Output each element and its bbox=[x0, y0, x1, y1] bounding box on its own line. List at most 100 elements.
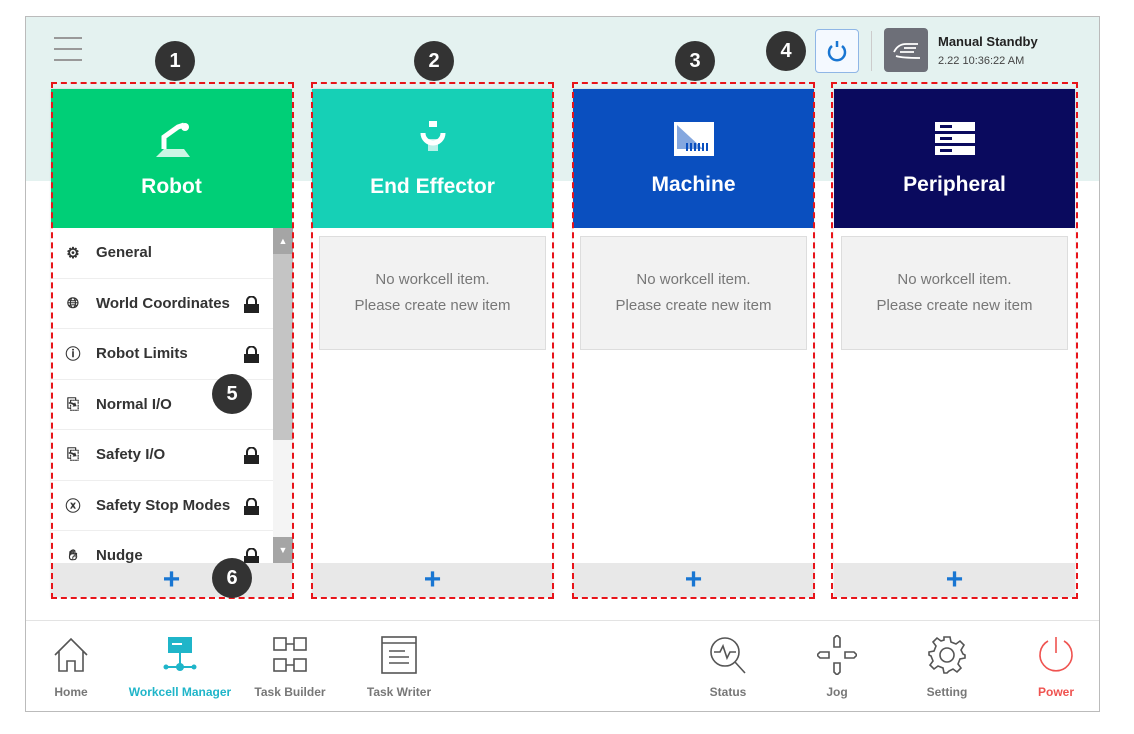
scrollbar-thumb[interactable] bbox=[273, 254, 293, 440]
workcell-icon bbox=[163, 637, 197, 671]
card-peripheral: Peripheral No workcell item. Please creat… bbox=[834, 89, 1075, 597]
nav-label: Jog bbox=[826, 685, 848, 699]
lock-icon bbox=[244, 346, 259, 363]
highlight-box-4 bbox=[831, 82, 1078, 599]
jog-icon bbox=[817, 635, 857, 675]
task-builder-icon bbox=[273, 637, 307, 672]
item-label: General bbox=[96, 244, 152, 262]
robot-arm-icon: ⚙ bbox=[66, 244, 80, 262]
io-icon: ⎘ bbox=[66, 395, 79, 413]
home-icon bbox=[54, 637, 88, 672]
limit-icon: ⓘ bbox=[65, 346, 81, 364]
item-label: Normal I/O bbox=[96, 395, 172, 413]
nav-workcell-manager[interactable]: Workcell Manager bbox=[125, 635, 235, 699]
list-item-general[interactable]: ⚙ General bbox=[51, 228, 273, 279]
highlight-box-3 bbox=[572, 82, 815, 599]
lock-icon bbox=[244, 548, 259, 563]
lock-icon bbox=[244, 497, 259, 515]
stop-icon: ⓧ bbox=[65, 497, 81, 515]
empty-line-1: No workcell item. bbox=[636, 271, 751, 288]
scroll-down-button[interactable]: ▼ bbox=[273, 537, 293, 563]
app-window: Manual Standby 2.22 10:36:22 AM Robot ⚙ G… bbox=[25, 16, 1100, 712]
scroll-up-button[interactable]: ▲ bbox=[273, 228, 293, 254]
manual-mode-button[interactable] bbox=[884, 28, 928, 72]
refresh-button[interactable] bbox=[815, 29, 859, 73]
card-title: Robot bbox=[141, 174, 202, 198]
nudge-hand-icon: ✋︎ bbox=[68, 547, 78, 563]
power-icon bbox=[1039, 637, 1073, 672]
list-item-world-coordinates[interactable]: 🌐︎ World Coordinates bbox=[51, 279, 273, 329]
empty-state: No workcell item. Please create new item bbox=[580, 236, 807, 350]
nav-label: Status bbox=[709, 685, 747, 699]
nav-task-builder[interactable]: Task Builder bbox=[235, 635, 345, 699]
empty-line-2: Please create new item bbox=[876, 297, 1033, 314]
card-header-machine[interactable]: Machine bbox=[573, 89, 814, 228]
add-end-effector-button[interactable]: + bbox=[312, 563, 553, 597]
add-peripheral-button[interactable]: + bbox=[834, 563, 1075, 597]
gripper-icon bbox=[420, 120, 445, 151]
empty-state: No workcell item. Please create new item bbox=[841, 236, 1068, 350]
callout-4: 4 bbox=[766, 31, 806, 71]
globe-icon: 🌐︎ bbox=[66, 294, 79, 312]
item-label: Safety I/O bbox=[96, 446, 166, 464]
hamburger-menu-icon[interactable] bbox=[54, 37, 82, 63]
status-time: 2.22 10:36:22 AM bbox=[938, 55, 1025, 67]
nav-status[interactable]: Status bbox=[673, 635, 783, 699]
item-label: World Coordinates bbox=[96, 294, 230, 312]
refresh-icon bbox=[827, 41, 847, 62]
card-title: Machine bbox=[651, 172, 736, 196]
item-label: Safety Stop Modes bbox=[96, 496, 231, 514]
divider bbox=[871, 31, 872, 71]
highlight-box-1 bbox=[51, 82, 294, 599]
card-header-end-effector[interactable]: End Effector bbox=[312, 89, 553, 228]
bottom-navigation: Home Workcell Manager Task Builder Task … bbox=[26, 620, 1099, 711]
card-title: Peripheral bbox=[903, 172, 1006, 196]
card-header-robot[interactable]: Robot bbox=[51, 89, 292, 228]
nav-label: Task Writer bbox=[366, 685, 432, 699]
nav-label: Power bbox=[1037, 685, 1074, 699]
gear-icon bbox=[928, 636, 966, 674]
empty-state: No workcell item. Please create new item bbox=[319, 236, 546, 350]
card-machine: Machine No workcell item. Please create n… bbox=[573, 89, 814, 597]
nav-task-writer[interactable]: Task Writer bbox=[344, 635, 454, 699]
task-writer-icon bbox=[381, 636, 417, 674]
nav-label: Home bbox=[54, 685, 88, 699]
empty-line-2: Please create new item bbox=[354, 297, 511, 314]
nav-jog[interactable]: Jog bbox=[782, 635, 892, 699]
empty-line-1: No workcell item. bbox=[375, 271, 490, 288]
nav-power[interactable]: Power bbox=[1001, 635, 1099, 699]
nav-setting[interactable]: Setting bbox=[892, 635, 1002, 699]
nav-home[interactable]: Home bbox=[26, 635, 126, 699]
item-label: Nudge bbox=[96, 547, 143, 563]
io-icon: ⎘ bbox=[66, 446, 79, 464]
card-end-effector: End Effector No workcell item. Please cre… bbox=[312, 89, 553, 597]
list-item-safety-io[interactable]: ⎘ Safety I/O bbox=[51, 430, 273, 481]
lock-icon bbox=[244, 447, 259, 464]
nav-label: Workcell Manager bbox=[128, 685, 232, 699]
callout-5: 5 bbox=[212, 374, 252, 414]
status-title: Manual Standby bbox=[938, 34, 1038, 49]
hand-icon bbox=[893, 43, 921, 59]
card-header-peripheral[interactable]: Peripheral bbox=[834, 89, 1075, 228]
card-title: End Effector bbox=[370, 174, 495, 198]
scrollbar[interactable]: ▲ ▼ bbox=[273, 228, 293, 563]
list-item-nudge[interactable]: ✋︎ Nudge bbox=[51, 531, 273, 563]
machine-icon bbox=[673, 121, 714, 156]
callout-6: 6 bbox=[212, 558, 252, 598]
callout-1: 1 bbox=[155, 41, 195, 81]
list-item-safety-stop-modes[interactable]: ⓧ Safety Stop Modes bbox=[51, 481, 273, 531]
lock-icon bbox=[244, 295, 259, 313]
status-magnifier-icon bbox=[710, 637, 746, 674]
add-machine-button[interactable]: + bbox=[573, 563, 814, 597]
empty-line-1: No workcell item. bbox=[897, 271, 1012, 288]
callout-2: 2 bbox=[414, 41, 454, 81]
empty-line-2: Please create new item bbox=[615, 297, 772, 314]
nav-label: Setting bbox=[926, 685, 968, 699]
highlight-box-2 bbox=[311, 82, 554, 599]
server-icon bbox=[934, 121, 975, 155]
list-item-normal-io[interactable]: ⎘ Normal I/O bbox=[51, 380, 273, 430]
robot-icon bbox=[155, 122, 190, 157]
